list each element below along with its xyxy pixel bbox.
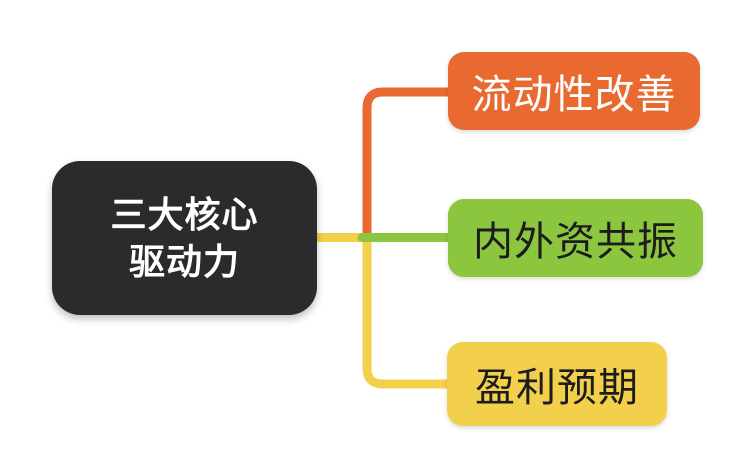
branch-label-capital-resonance: 内外资共振: [473, 220, 678, 264]
central-topic-line1: 三大核心: [110, 194, 259, 235]
branch-node-capital-resonance: 内外资共振: [448, 199, 703, 277]
branch-node-liquidity-improvement: 流动性改善: [448, 52, 700, 130]
connector-profit-line: [312, 233, 452, 389]
branch-node-profit-expectation: 盈利预期: [447, 342, 667, 426]
central-topic-line2: 驱动力: [128, 241, 240, 282]
central-topic-label: 三大核心 驱动力: [110, 191, 258, 285]
branch-label-liquidity-improvement: 流动性改善: [471, 73, 677, 117]
central-topic-node: 三大核心 驱动力: [52, 161, 317, 315]
connector-liquidity-line: [362, 87, 453, 247]
branch-label-profit-expectation: 盈利预期: [475, 366, 639, 410]
